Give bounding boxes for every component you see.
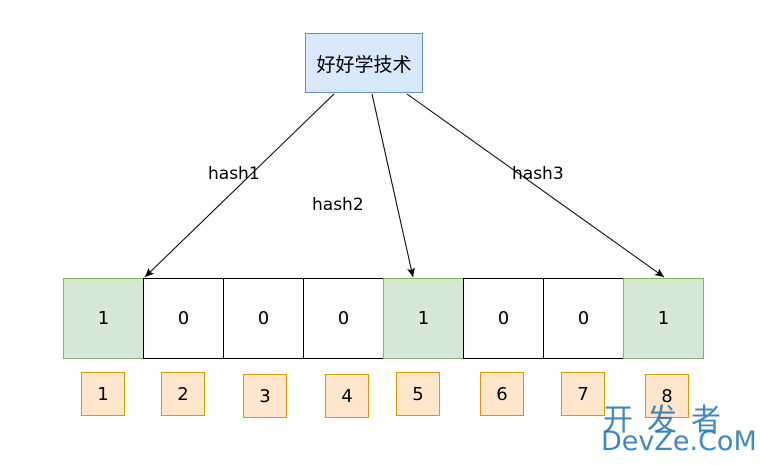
index-label-7: 7 <box>561 372 605 416</box>
hash1-label: hash1 <box>208 164 260 184</box>
bit-cell-3: 0 <box>223 278 304 359</box>
hash2-arrow <box>371 93 415 278</box>
index-label-5: 5 <box>396 372 440 416</box>
bit-cell-5: 1 <box>383 278 464 359</box>
bit-cell-1: 1 <box>63 278 144 359</box>
bit-cell-4: 0 <box>303 278 384 359</box>
hash3-label: hash3 <box>512 164 564 184</box>
bit-cell-7: 0 <box>543 278 624 359</box>
index-label-6: 6 <box>480 372 524 416</box>
watermark-english: DevZe.CoM <box>601 426 757 457</box>
index-label-1: 1 <box>81 372 125 416</box>
index-label-3: 3 <box>243 374 287 418</box>
hash3-arrow <box>406 93 665 278</box>
index-label-2: 2 <box>161 372 205 416</box>
watermark-chinese: 开发者 <box>603 403 735 438</box>
bit-cell-2: 0 <box>143 278 224 359</box>
bit-cell-6: 0 <box>463 278 544 359</box>
index-label-8: 8 <box>645 374 689 418</box>
index-label-4: 4 <box>325 374 369 418</box>
source-element-box: 好好学技术 <box>305 33 423 93</box>
hash2-label: hash2 <box>312 195 364 215</box>
bit-cell-8: 1 <box>623 278 704 359</box>
hash1-arrow <box>144 93 335 278</box>
